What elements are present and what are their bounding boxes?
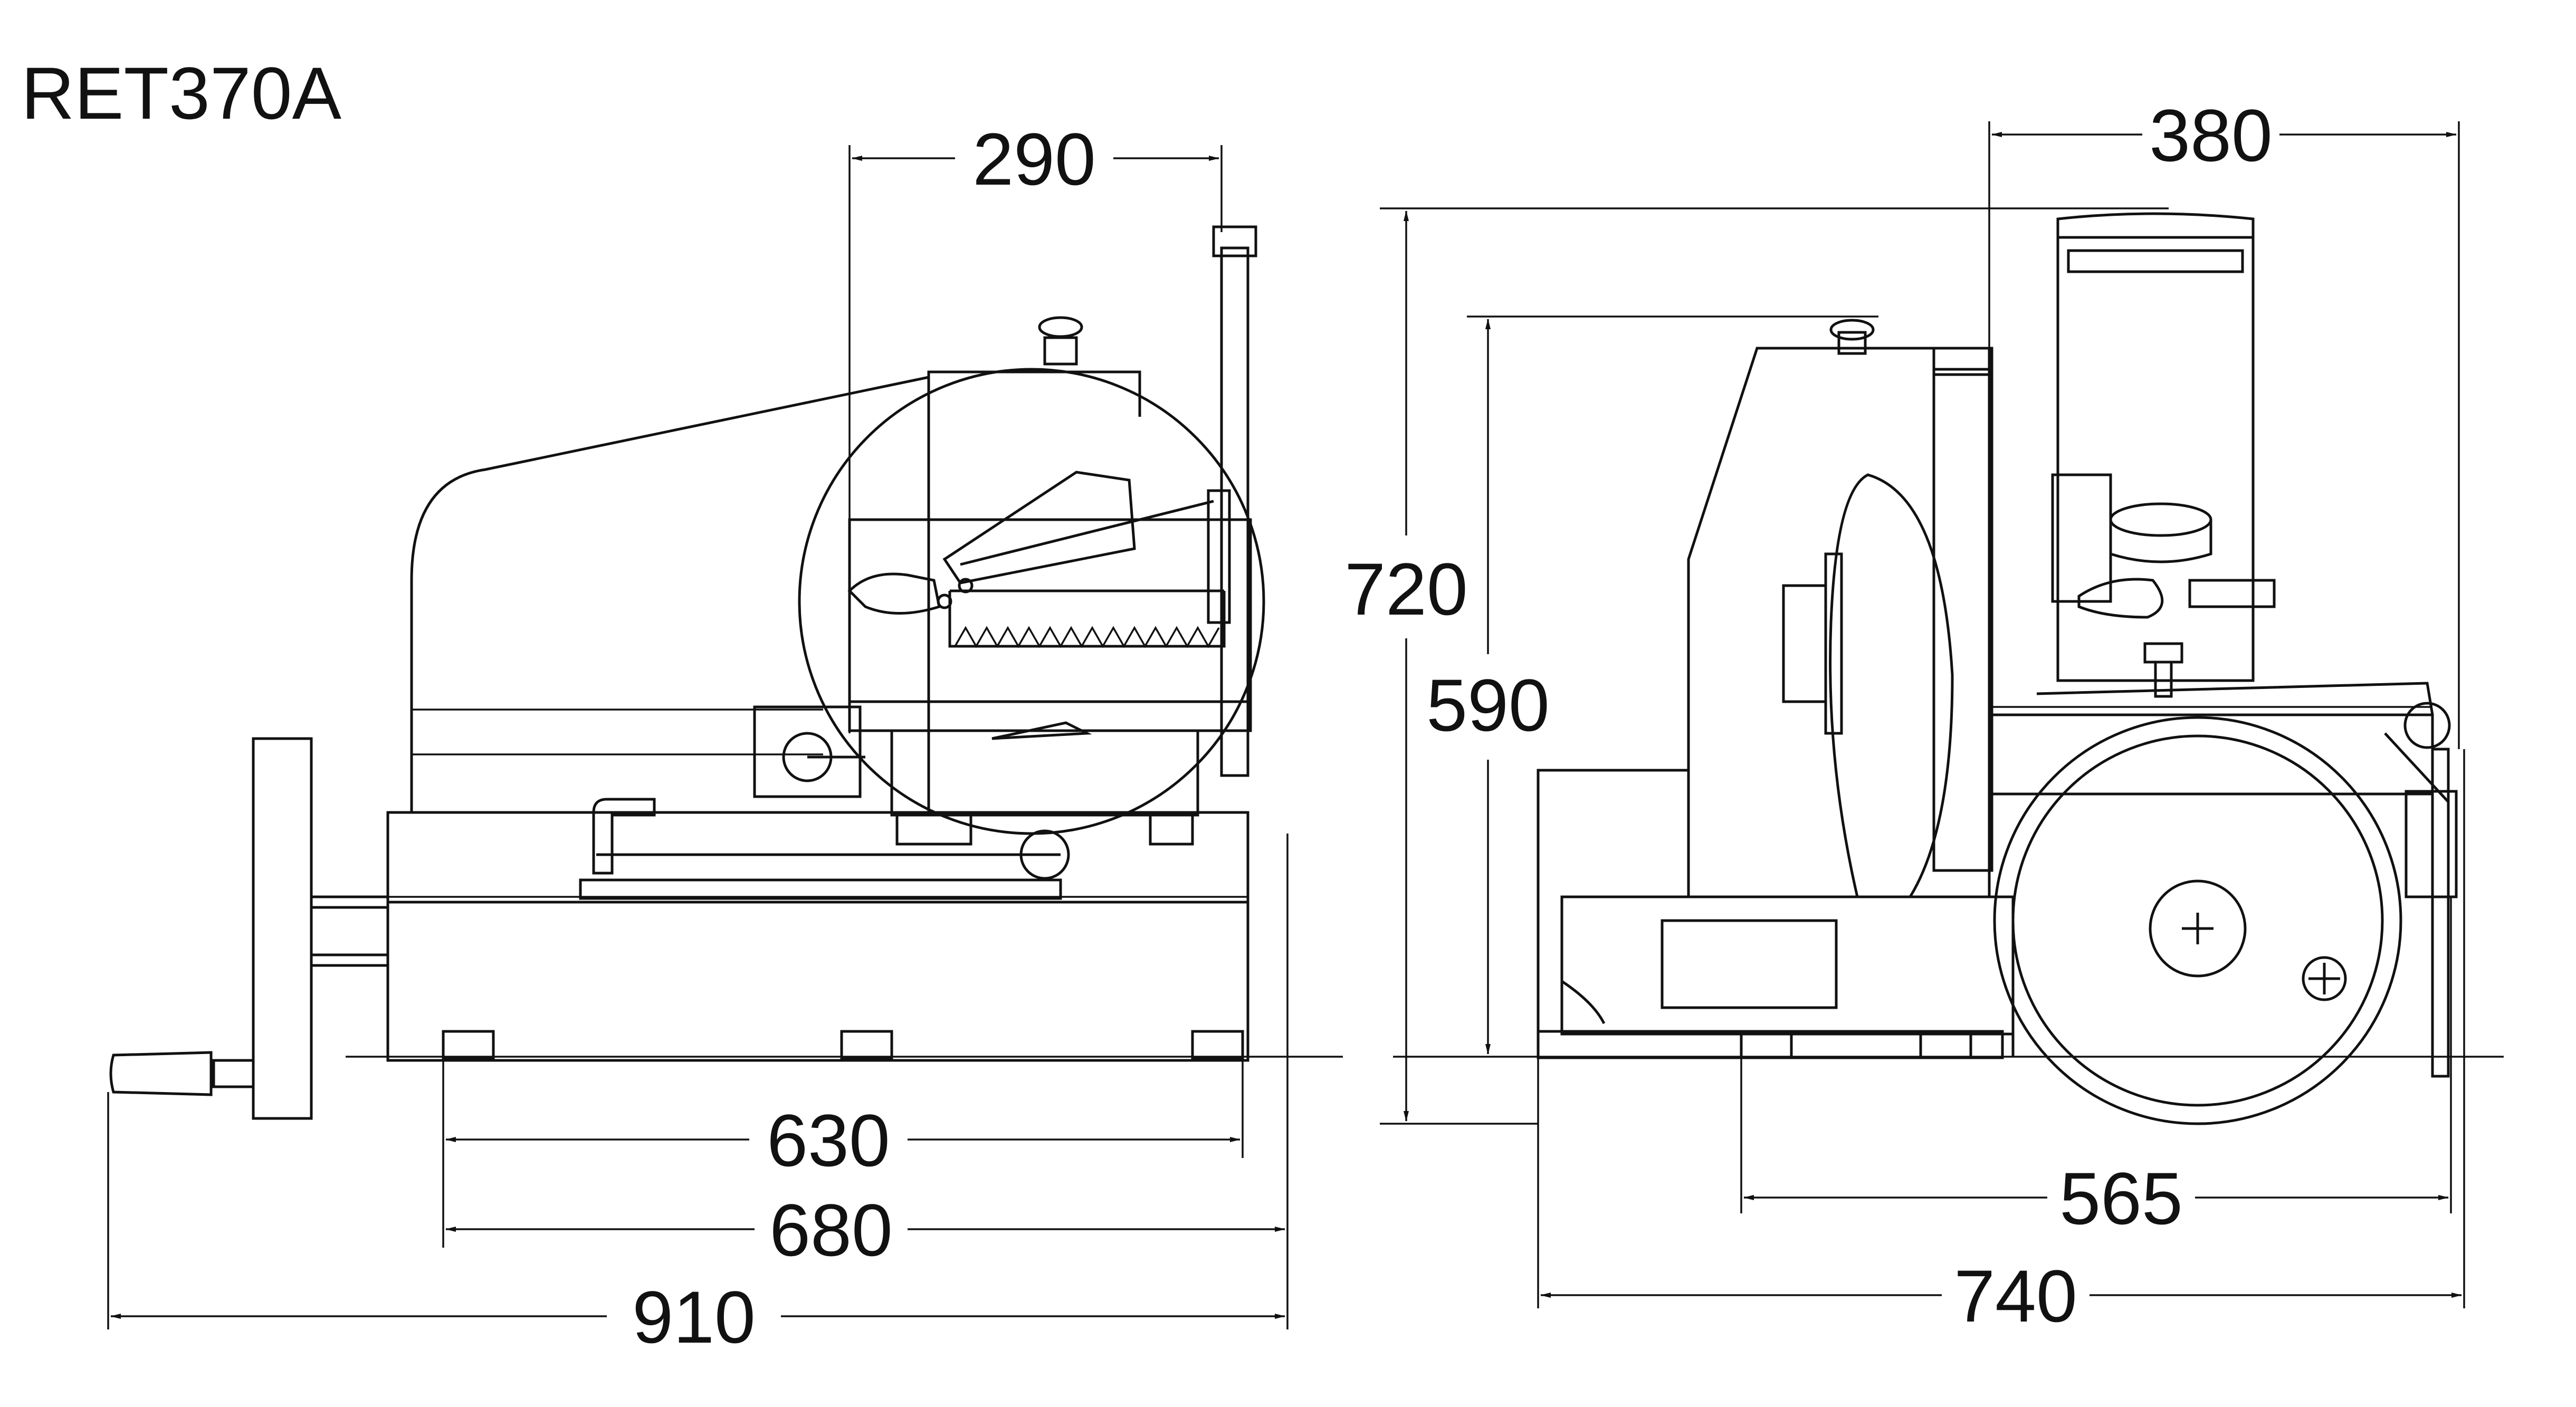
front-view — [109, 225, 1343, 1120]
dim-290: 290 — [972, 118, 1096, 200]
dim-380: 380 — [2149, 94, 2273, 177]
model-title: RET370A — [21, 52, 342, 135]
dim-565: 565 — [2059, 1157, 2183, 1240]
front-dimensions: 290 630 680 910 — [107, 118, 1289, 1358]
dim-720: 720 — [1344, 548, 1468, 630]
side-view — [1393, 212, 2504, 1125]
dim-590: 590 — [1426, 664, 1550, 746]
dim-910: 910 — [632, 1276, 756, 1358]
dim-630: 630 — [767, 1099, 890, 1182]
side-dimensions: 380 720 590 565 740 — [1344, 94, 2465, 1337]
dim-740: 740 — [1954, 1255, 2077, 1337]
dim-680: 680 — [769, 1189, 893, 1271]
